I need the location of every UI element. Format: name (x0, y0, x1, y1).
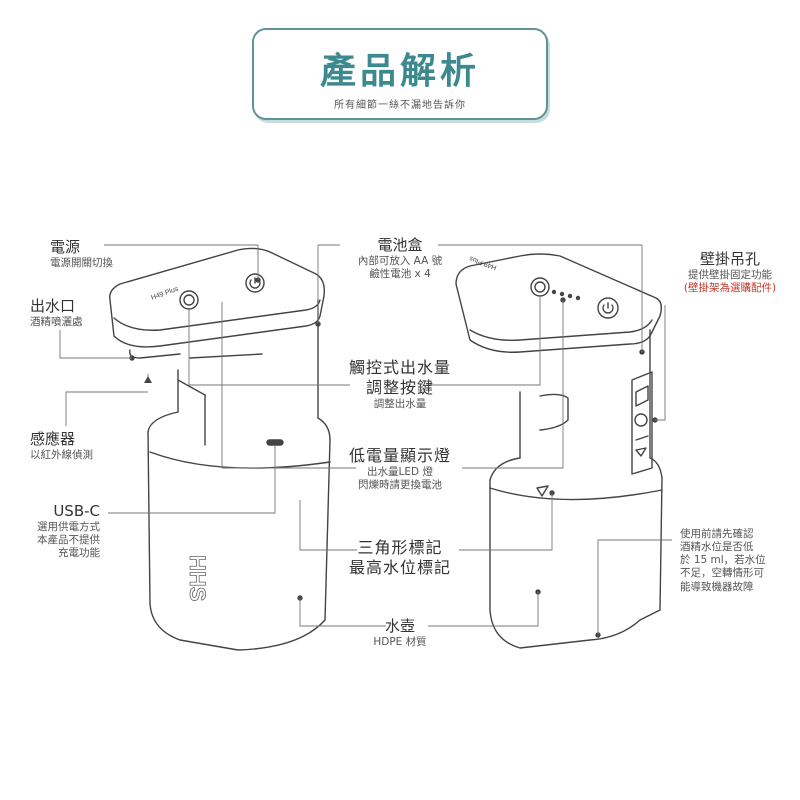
triangle-mark-label: 三角形標記 最高水位標記 (348, 538, 451, 577)
model-logo: H49 Plus (150, 285, 180, 301)
outlet-label: 出水口 酒精噴灑處 (30, 297, 83, 328)
warning-note: 使用前請先確認 酒精水位是否低 於 15 ml，若水位 不足，空轉情形可 能導致… (680, 528, 766, 593)
svg-text:H49 Plus: H49 Plus (468, 254, 498, 270)
brand-logo: HHS (185, 555, 210, 601)
page-subtitle: 所有細節一絲不漏地告訴你 (334, 100, 466, 111)
usbc-label: USB-C 選用供電方式 本產品不提供 充電功能 (37, 502, 100, 559)
wall-mount-label: 壁掛吊孔 提供壁掛固定功能 (壁掛架為選購配件) (683, 250, 777, 294)
power-label: 電源 電源開關切換 (50, 238, 113, 269)
title-box: 產品解析 所有細節一絲不漏地告訴你 (252, 28, 548, 120)
touch-key-label: 觸控式出水量 調整按鍵 調整出水量 (348, 358, 451, 410)
right-device (455, 253, 663, 649)
low-battery-label: 低電量顯示燈 出水量LED 燈 閃爍時請更換電池 (348, 446, 451, 492)
battery-box-label: 電池盒 內部可放入 AA 號 鹼性電池 x 4 (357, 236, 443, 280)
page-title: 產品解析 (319, 51, 480, 92)
bottle-label: 水壺 HDPE 材質 (373, 617, 427, 648)
left-device (109, 247, 331, 651)
sensor-label: 感應器 以紅外線偵測 (30, 430, 93, 461)
